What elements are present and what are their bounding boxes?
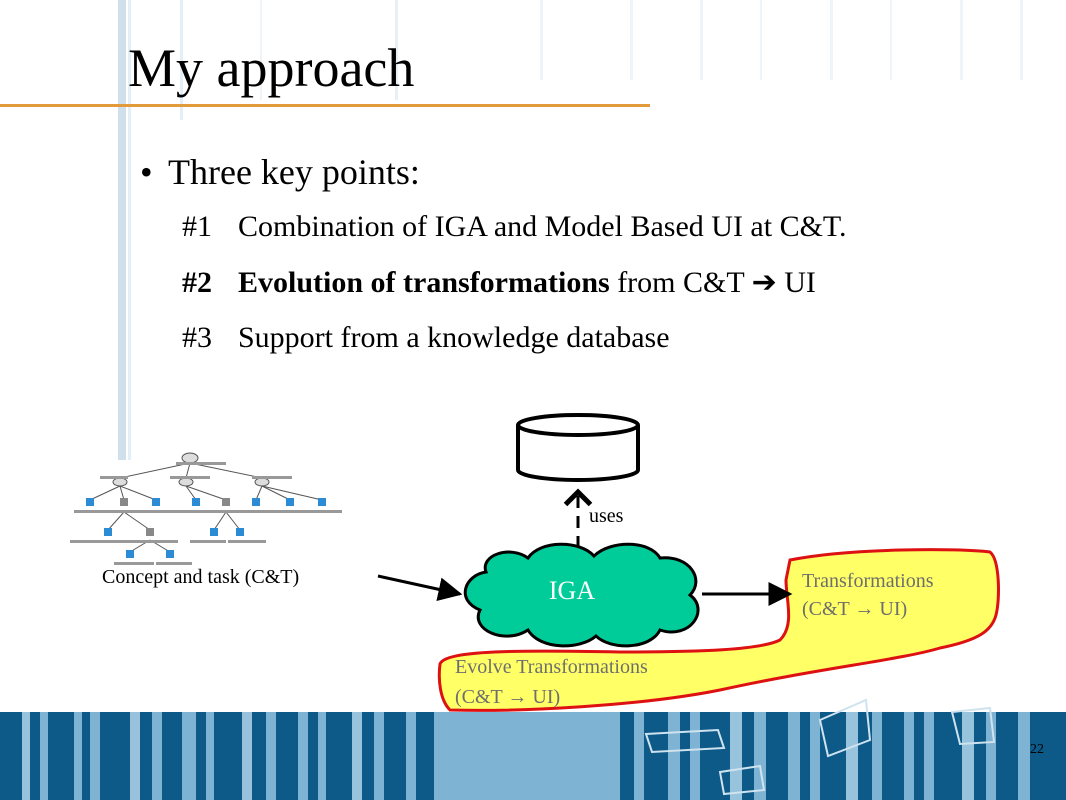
main-bullet: • Three key points: [140,150,420,194]
key-point-3: #3 Support from a knowledge database [182,320,670,356]
transformations-line-2: (C&T → UI) [802,598,908,620]
key-point-number: #1 [182,210,212,243]
iga-cloud [463,542,700,648]
key-point-number: #2 [182,266,212,299]
database-icon [516,413,640,482]
input-arrow [377,574,463,602]
key-point-number: #3 [182,321,212,354]
evolve-line-2: (C&T → UI) [455,686,561,708]
key-point-text: from C&T ➔ UI [609,266,816,299]
bullet-text: Three key points: [168,152,420,192]
page-number: 22 [1030,742,1044,757]
transformations-label: Transformations (C&T → UI) [802,567,933,623]
key-point-text: Support from a knowledge database [238,321,670,354]
title-underline [0,104,650,107]
key-point-bold-text: Evolution of transformations [238,266,610,299]
key-point-2: #2 Evolution of transformations from C&T … [182,265,816,301]
evolve-line-1: Evolve Transformations [455,656,648,678]
concept-task-label: Concept and task (C&T) [102,566,300,588]
uses-label: uses [589,505,624,527]
task-tree-icons [70,462,342,565]
slide-title: My approach [128,38,415,98]
highlight-region [437,548,1000,712]
key-point-text: Combination of IGA and Model Based UI at… [238,210,847,243]
evolve-transformations-label: Evolve Transformations (C&T → UI) [455,652,648,712]
transformations-line-1: Transformations [802,570,934,592]
key-point-1: #1 Combination of IGA and Model Based UI … [182,209,847,245]
iga-label: IGA [548,576,596,605]
bullet-dot: • [140,152,153,192]
